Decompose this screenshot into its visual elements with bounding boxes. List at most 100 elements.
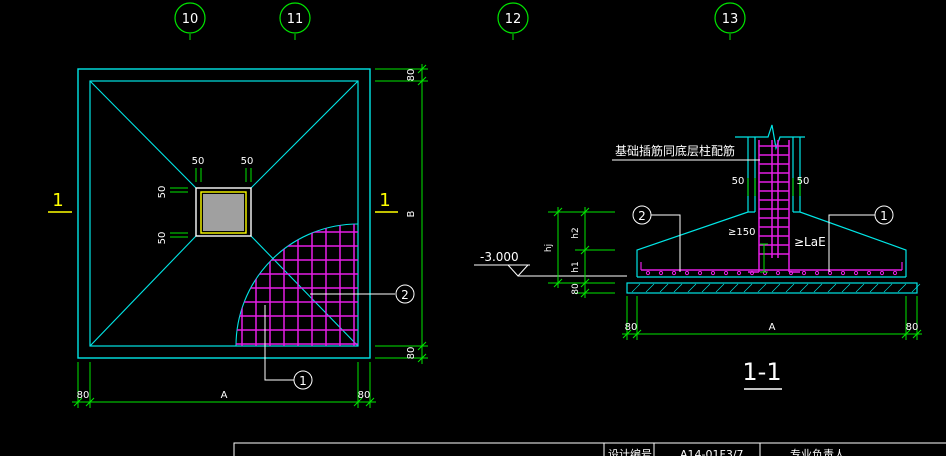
section-callout-1: 1	[828, 205, 894, 272]
plan-dim-horizontal	[72, 362, 376, 408]
plan-dim-top-edge: 80	[406, 69, 417, 82]
hatch-stroke	[687, 283, 697, 293]
axis-marker-12: 12	[497, 2, 529, 40]
rebar-end-hooks	[640, 262, 903, 270]
column-section-outline	[735, 124, 805, 212]
anchor-length-label: ≥LaE	[794, 235, 826, 249]
rebar-dot	[827, 270, 833, 276]
section-cut-mark-left: 1	[48, 190, 72, 213]
plan-callout-2-label: 2	[401, 288, 409, 302]
rebar-dot	[775, 270, 781, 276]
slope-lines	[89, 80, 359, 347]
axis-label-12: 12	[505, 12, 522, 27]
footing-rebar-dots	[645, 270, 898, 276]
hatch-stroke	[757, 283, 767, 293]
rebar-dot	[801, 270, 807, 276]
embed-min-label: ≥150	[728, 227, 755, 238]
hatch-stroke	[673, 283, 683, 293]
dim-h2: h2	[571, 227, 581, 238]
hatch-stroke	[771, 283, 781, 293]
rebar-dot	[671, 270, 677, 276]
plan-dim-bottom-edge: 80	[406, 347, 417, 360]
column-stirrups	[759, 145, 789, 255]
rebar-dot	[710, 270, 716, 276]
hatch-stroke	[827, 283, 837, 293]
column-fill	[203, 194, 244, 231]
column-rebar-cage	[758, 140, 790, 272]
elevation-level: -3.000	[480, 250, 519, 264]
pedestal-outline	[195, 187, 252, 237]
footing-inner-outline	[89, 80, 359, 347]
rebar-dot	[788, 270, 794, 276]
section-callout-1-label: 1	[880, 209, 888, 223]
rebar-dot	[853, 270, 859, 276]
rebar-dot	[840, 270, 846, 276]
section-dim-width: A	[769, 322, 776, 333]
offset-top-left-label: 50	[192, 156, 205, 167]
axis-marker-10: 10	[174, 2, 206, 40]
column-outline	[200, 191, 247, 234]
hatch-stroke	[841, 283, 851, 293]
section-mark-left-label: 1	[52, 190, 63, 211]
plan-dim-width: A	[221, 390, 228, 401]
offset-top-right-label: 50	[241, 156, 254, 167]
section-callout-2: 2	[632, 205, 681, 272]
hatch-stroke	[659, 283, 669, 293]
hatch-stroke	[743, 283, 753, 293]
footing-section-left-slope	[636, 211, 755, 277]
section-title: 1-1	[742, 358, 781, 386]
axis-label-13: 13	[722, 12, 739, 27]
hatch-stroke	[785, 283, 795, 293]
axis-label-11: 11	[287, 12, 304, 27]
rebar-dot	[762, 270, 768, 276]
plan-dim-left-edge: 80	[77, 390, 90, 401]
section-offset-right-label: 50	[797, 176, 810, 187]
title-block-drawing-no-value: A14-01F3/7	[680, 448, 744, 456]
elevation-marker: -3.000	[474, 250, 627, 277]
hatch-stroke	[897, 283, 907, 293]
rebar-dot	[892, 270, 898, 276]
section-dim-horizontal	[622, 296, 922, 340]
hatch-stroke	[855, 283, 865, 293]
plan-dim-right-edge: 80	[358, 390, 371, 401]
dim-cushion: 80	[571, 283, 581, 295]
rebar-dot	[814, 270, 820, 276]
rebar-dot	[684, 270, 690, 276]
hatch-stroke	[729, 283, 739, 293]
column-offset-marks	[170, 168, 252, 238]
rebar-dot	[645, 270, 651, 276]
hatch-stroke	[715, 283, 725, 293]
cushion-layer	[626, 282, 918, 294]
section-dim-vertical	[548, 207, 615, 298]
section-cut-mark-right: 1	[375, 190, 398, 213]
footing-outer-outline	[77, 68, 371, 359]
hatch-stroke	[883, 283, 893, 293]
plan-view: 50 50 50 50 2 1 1 1	[48, 64, 428, 408]
anchor-length-dim	[760, 243, 768, 273]
section-column-offset-marks	[747, 178, 801, 196]
axis-markers: 10 11 12 13	[174, 2, 746, 40]
hatch-stroke	[869, 283, 879, 293]
title-block-profession-label: 专业负责人	[790, 447, 845, 456]
axis-marker-13: 13	[714, 2, 746, 40]
axis-marker-11: 11	[279, 2, 311, 40]
section-mark-right-label: 1	[379, 190, 390, 211]
hatch-stroke	[813, 283, 823, 293]
title-block-drawing-no-label: 设计编号	[608, 447, 652, 456]
hatch-stroke	[631, 283, 641, 293]
plan-callout-1-label: 1	[299, 374, 307, 388]
footing-section-right-slope	[793, 211, 907, 277]
section-offset-left-label: 50	[732, 176, 745, 187]
plan-callout-2: 2	[310, 284, 415, 304]
offset-side-upper-label: 50	[157, 186, 168, 199]
hatch-stroke	[911, 283, 921, 293]
plan-callout-1: 1	[264, 305, 313, 390]
section-dim-right: 80	[906, 322, 919, 333]
offset-side-lower-label: 50	[157, 232, 168, 245]
rebar-dot	[749, 270, 755, 276]
hatch-stroke	[799, 283, 809, 293]
section-view: 基础插筋同底层柱配筋 50 50 2 1 ≥150 ≥LaE	[474, 124, 922, 390]
rebar-dot	[736, 270, 742, 276]
